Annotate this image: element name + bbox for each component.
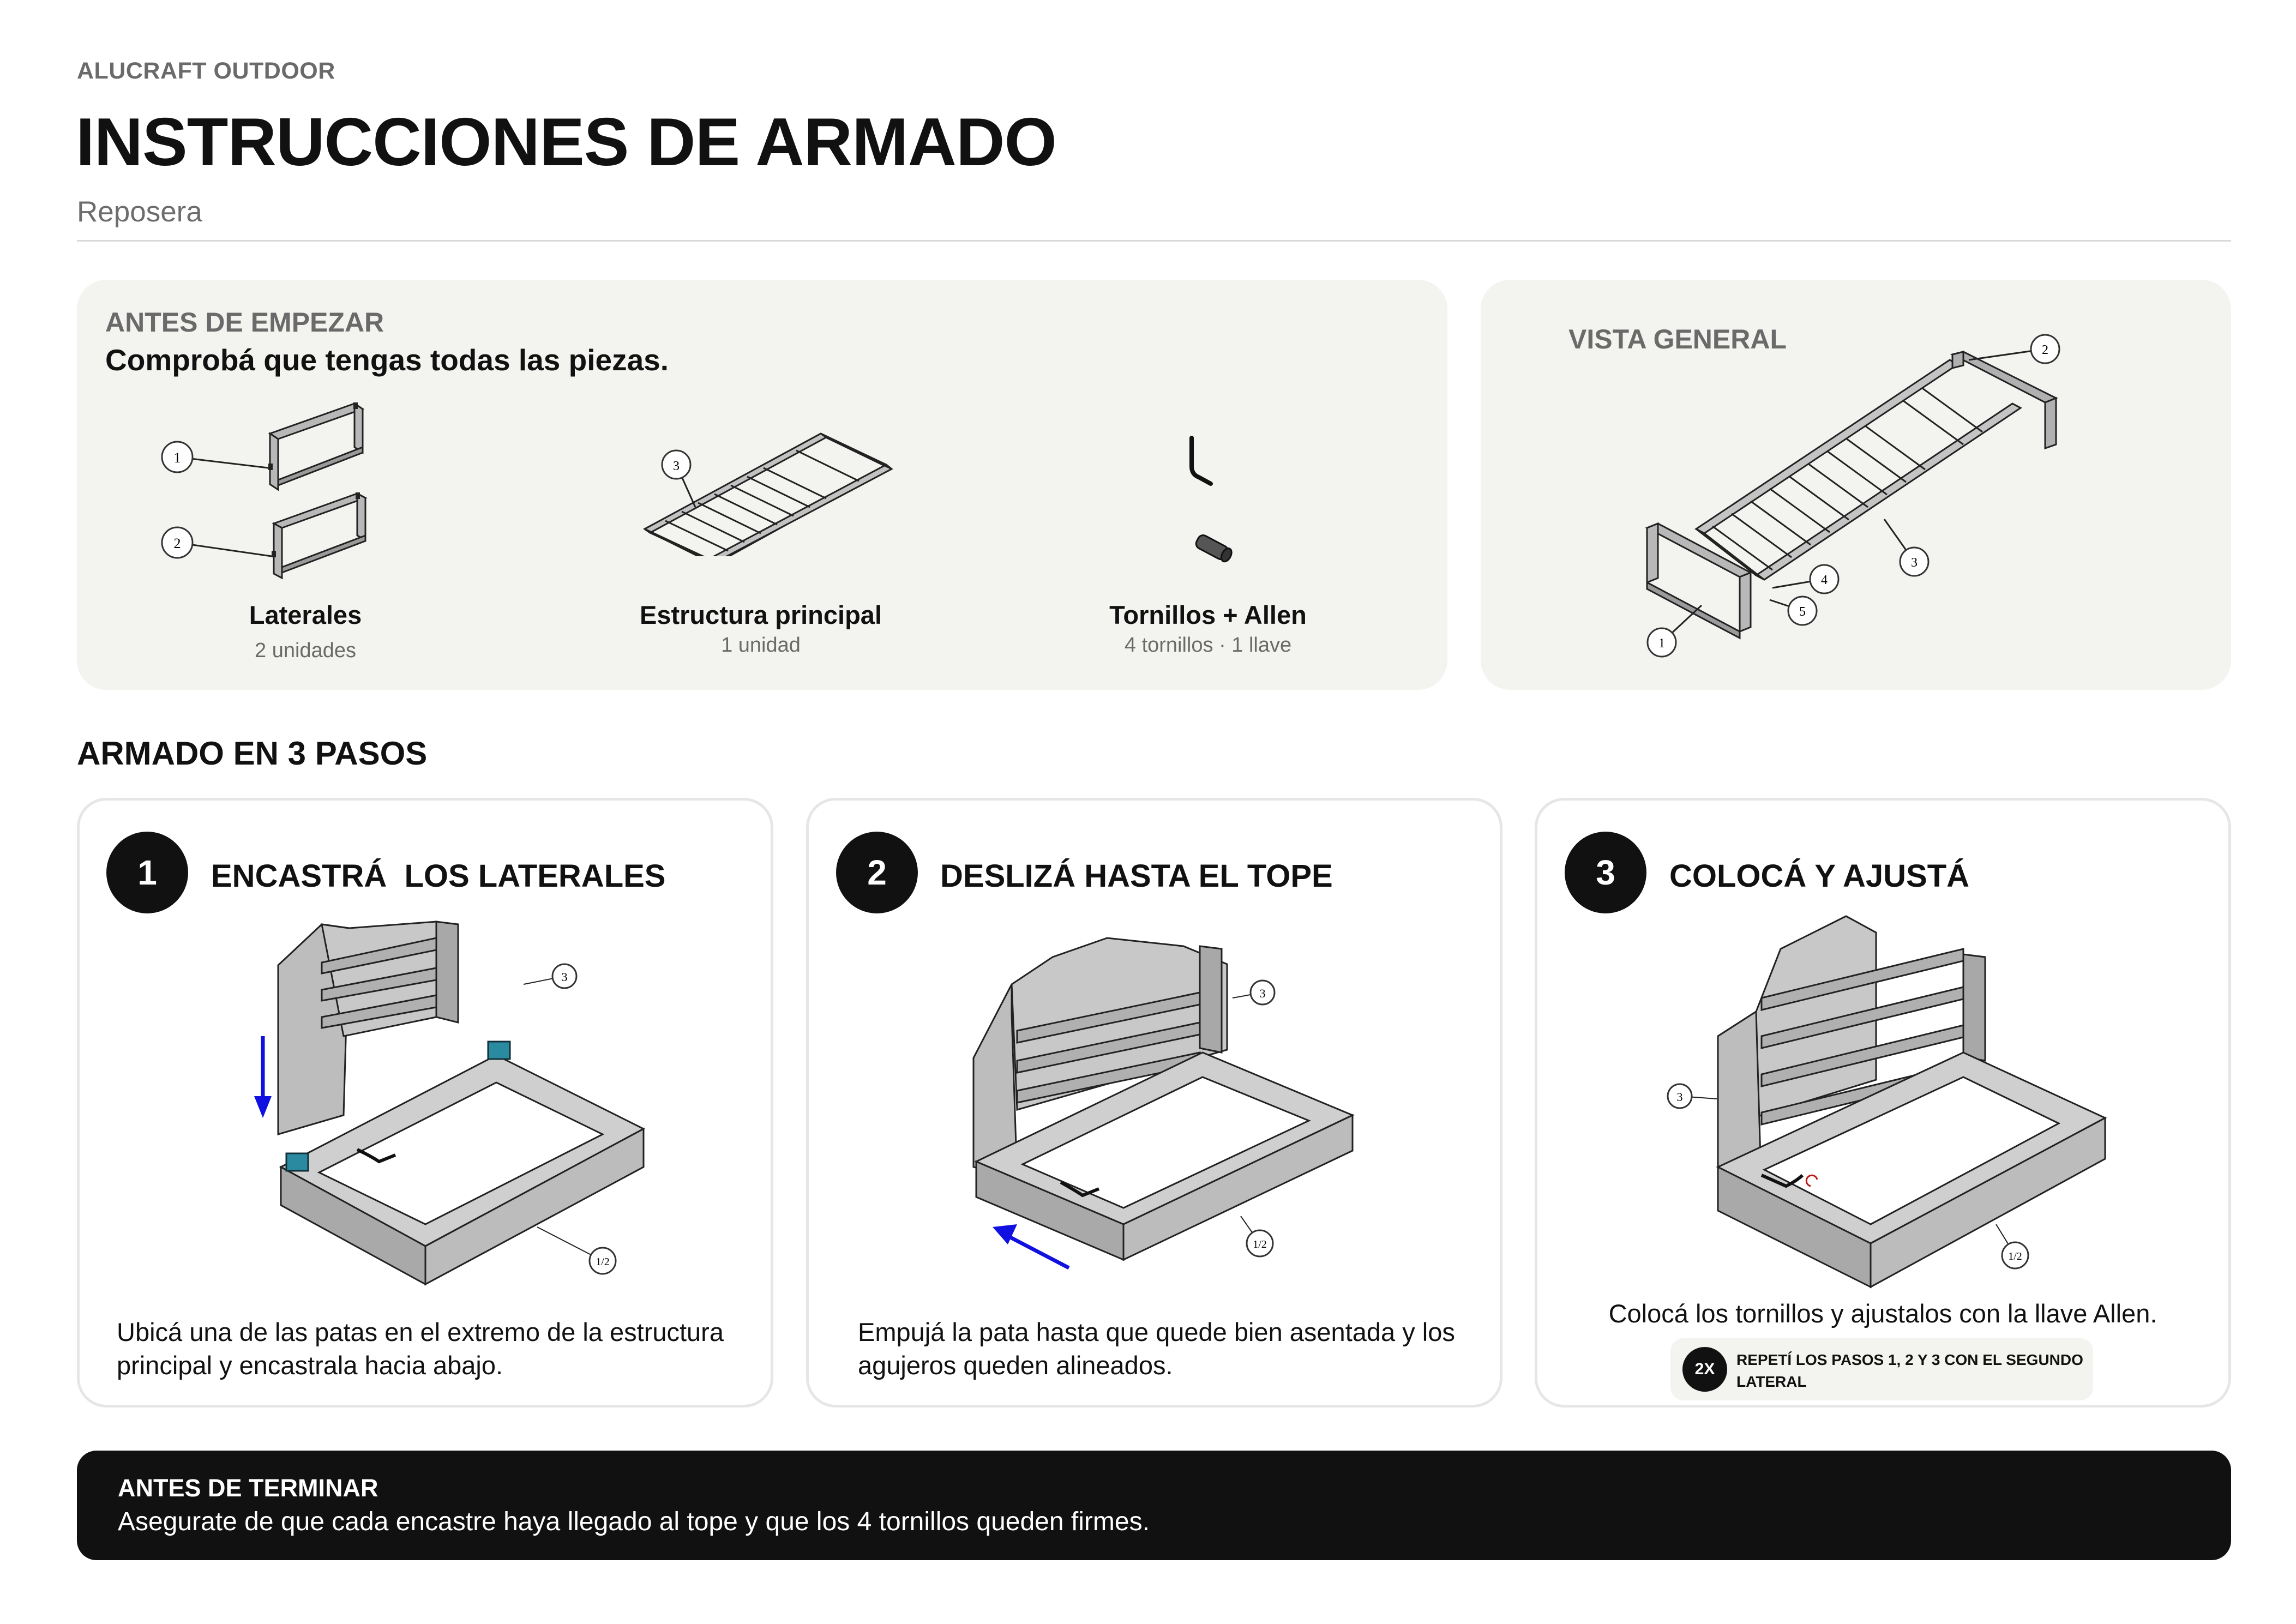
step-text-2: Empujá la pata hasta que quede bien asen… bbox=[858, 1318, 1455, 1380]
callout-2: 2 bbox=[174, 536, 181, 551]
step-text-1: Ubicá una de las patas en el extremo de … bbox=[117, 1318, 724, 1380]
repeat-badge: 2X bbox=[1682, 1347, 1727, 1392]
step-number-3: 3 bbox=[1565, 832, 1646, 913]
side-frame-illustration: 1 2 bbox=[161, 402, 368, 580]
parts-kicker: ANTES DE EMPEZAR bbox=[105, 307, 384, 338]
part-qty-tornillos: 4 tornillos · 1 llave bbox=[1124, 634, 1292, 657]
callout-1: 1 bbox=[174, 450, 181, 466]
callout-3: 3 bbox=[673, 459, 680, 473]
screw-icon bbox=[1195, 534, 1233, 563]
overview-callout-4: 4 bbox=[1821, 573, 1828, 587]
step-title-1: ENCASTRÁ LOS LATERALES bbox=[211, 858, 666, 894]
header-divider bbox=[77, 240, 2231, 242]
footer-text: Asegurate de que cada encastre haya lleg… bbox=[118, 1507, 1150, 1536]
step-title-2: DESLIZÁ HASTA EL TOPE bbox=[940, 858, 1333, 894]
step-1-callout-3: 3 bbox=[562, 970, 568, 984]
overview-callout-2: 2 bbox=[2042, 343, 2048, 357]
step-number-2: 2 bbox=[836, 832, 918, 913]
overview-callout-5: 5 bbox=[1799, 605, 1806, 619]
steps-section-title: ARMADO EN 3 PASOS bbox=[77, 735, 428, 772]
step-3-callout-3: 3 bbox=[1677, 1090, 1683, 1104]
step-number-1: 1 bbox=[106, 832, 188, 913]
step-3-illustration: 3 1/2 bbox=[1667, 915, 2107, 1289]
part-name-laterales: Laterales bbox=[249, 600, 362, 629]
brand-name: ALUCRAFT OUTDOOR bbox=[77, 58, 335, 84]
overview-callout-3: 3 bbox=[1911, 556, 1918, 570]
repeat-note bbox=[1670, 1338, 2093, 1400]
allen-key-icon bbox=[1189, 436, 1213, 486]
parts-lead: Comprobá que tengas todas las piezas. bbox=[105, 343, 669, 377]
repeat-note-text: REPETÍ LOS PASOS 1, 2 Y 3 CON EL SEGUNDO… bbox=[1736, 1351, 2083, 1390]
overview-callout-1: 1 bbox=[1658, 636, 1665, 651]
step-3-callout-12: 1/2 bbox=[2008, 1250, 2022, 1262]
product-name: Reposera bbox=[77, 196, 202, 228]
arrow-left-icon bbox=[993, 1224, 1070, 1270]
overview-kicker: VISTA GENERAL bbox=[1568, 324, 1787, 354]
part-qty-laterales: 2 unidades bbox=[255, 639, 356, 662]
overview-illustration: 2 3 4 5 1 bbox=[1645, 334, 2060, 658]
page-title: INSTRUCCIONES DE ARMADO bbox=[76, 105, 1057, 180]
step-2-illustration: 3 1/2 bbox=[972, 937, 1355, 1270]
step-1-illustration: 3 1/2 bbox=[254, 921, 646, 1286]
step-1-callout-12: 1/2 bbox=[596, 1256, 610, 1268]
step-title-3: COLOCÁ Y AJUSTÁ bbox=[1669, 858, 1970, 894]
step-2-callout-3: 3 bbox=[1260, 987, 1266, 1000]
main-frame-illustration: 3 bbox=[643, 432, 893, 556]
step-2-callout-12: 1/2 bbox=[1253, 1238, 1267, 1250]
footer-banner bbox=[77, 1451, 2231, 1560]
part-name-estructura: Estructura principal bbox=[640, 600, 882, 629]
step-text-3: Colocá los tornillos y ajustalos con la … bbox=[1608, 1299, 2157, 1328]
arrow-down-icon bbox=[254, 1036, 272, 1118]
overview-panel bbox=[1481, 280, 2231, 690]
footer-kicker: ANTES DE TERMINAR bbox=[118, 1474, 378, 1502]
part-name-tornillos: Tornillos + Allen bbox=[1109, 600, 1307, 629]
part-qty-estructura: 1 unidad bbox=[721, 634, 801, 657]
